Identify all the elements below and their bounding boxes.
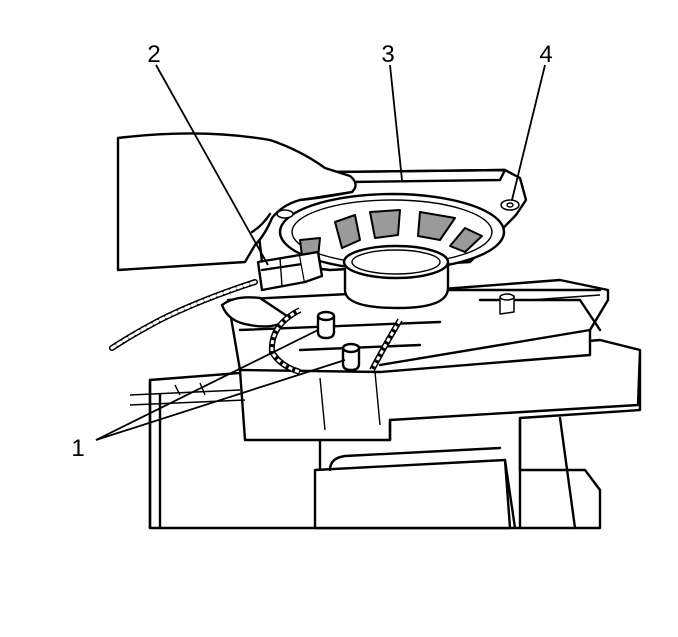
speaker-frame (299, 209, 483, 259)
wire-harness (109, 279, 403, 375)
speaker-magnet (342, 244, 450, 310)
technician-hand (116, 132, 357, 328)
callout-3: 3 (381, 41, 394, 68)
callout-2: 2 (147, 41, 160, 68)
electrical-connector (256, 250, 324, 292)
leader-lines (95, 64, 546, 441)
mounting-studs (316, 310, 361, 372)
callout-4: 4 (539, 41, 552, 68)
callout-1: 1 (71, 435, 84, 462)
callout-labels: 2 3 4 1 (71, 41, 552, 462)
